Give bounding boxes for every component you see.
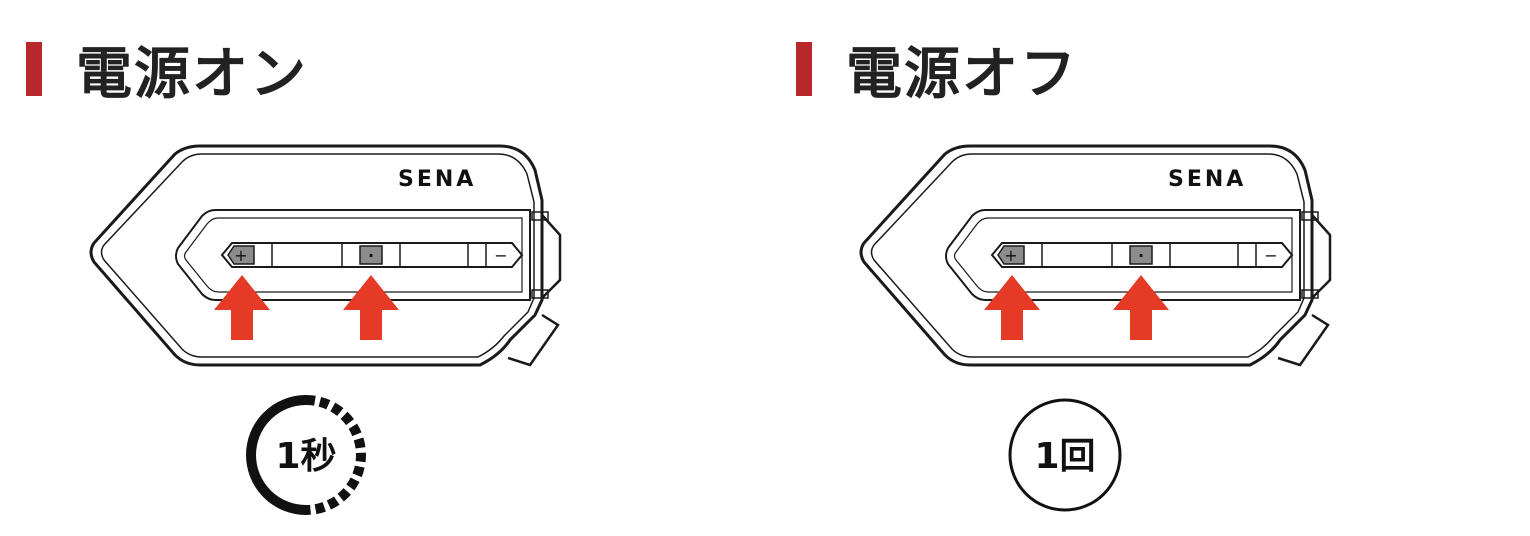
center-button-label: · — [1138, 246, 1144, 265]
sena-device-illustration: SENA + · − — [89, 144, 562, 367]
center-button — [1129, 245, 1153, 265]
device-side-ear — [1311, 214, 1332, 299]
rail-corner-bottom — [531, 289, 549, 299]
sena-logo: SENA — [398, 167, 476, 192]
sena-device-illustration: SENA + · − — [859, 144, 1332, 367]
press-arrow-plus — [984, 275, 1040, 340]
device-bottom-tab — [507, 313, 560, 367]
plus-button-label: + — [1004, 246, 1017, 265]
hold-duration-label: 1秒 — [275, 436, 336, 477]
timer-dashed-arc — [305, 395, 366, 515]
button-rail-outer — [945, 209, 1301, 301]
press-arrow-center — [1113, 275, 1169, 340]
minus-button-label: − — [494, 246, 507, 265]
plus-button-label: + — [234, 246, 247, 265]
power-on-heading: 電源オン — [26, 34, 308, 107]
rail-corner-top — [1301, 211, 1319, 221]
plus-button — [227, 245, 255, 265]
button-rail-outer — [175, 209, 531, 301]
plus-button — [997, 245, 1025, 265]
power-on-title: 電源オン — [76, 41, 308, 107]
power-off-panel: 電源オフ SENA + · − 1回 — [770, 0, 1530, 536]
button-rail-inner — [183, 217, 523, 293]
minus-button-label: − — [1264, 246, 1277, 265]
hold-duration-indicator: 1秒 — [246, 395, 366, 515]
power-off-title: 電源オフ — [846, 41, 1078, 107]
device-side-ear — [541, 214, 562, 299]
device-outer-shell — [859, 144, 1314, 367]
center-button-label: · — [368, 246, 374, 265]
single-press-circle-icon — [1008, 398, 1122, 512]
device-inner-shell — [100, 153, 535, 358]
sena-logo: SENA — [1168, 167, 1246, 192]
press-arrow-center — [343, 275, 399, 340]
press-arrow-plus — [214, 275, 270, 340]
power-on-panel: 電源オン SENA + · − 1秒 — [26, 34, 562, 515]
power-off-heading: 電源オフ — [796, 34, 1078, 107]
rail-corner-top — [531, 211, 549, 221]
heading-accent-bar — [796, 42, 812, 96]
device-bottom-tab — [1277, 313, 1330, 367]
center-button — [359, 245, 383, 265]
device-outer-shell — [89, 144, 544, 367]
press-count-label: 1回 — [1034, 436, 1095, 477]
heading-accent-bar — [26, 42, 42, 96]
rail-corner-bottom — [1301, 289, 1319, 299]
timer-solid-arc — [246, 395, 307, 515]
button-rail-inner — [953, 217, 1293, 293]
device-inner-shell — [870, 153, 1305, 358]
press-count-indicator: 1回 — [1008, 398, 1122, 512]
